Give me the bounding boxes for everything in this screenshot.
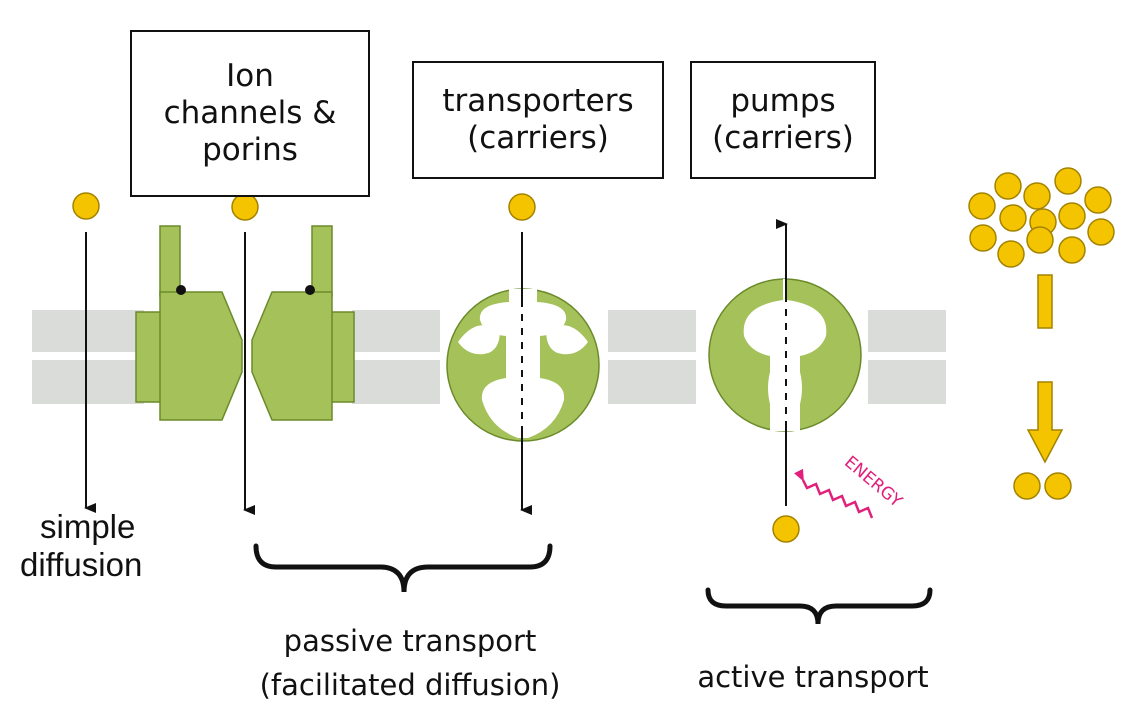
ion-channels-label-line2: channels & <box>163 94 337 131</box>
molecule <box>997 240 1025 268</box>
molecule <box>1044 472 1072 500</box>
bilayer-segment <box>868 310 946 352</box>
transporter-protein <box>446 288 600 442</box>
bilayer-segment <box>32 310 144 352</box>
active-transport-label-text: active transport <box>697 660 929 694</box>
molecule <box>1023 182 1051 210</box>
bilayer-segment <box>352 360 440 404</box>
molecule <box>968 192 996 220</box>
energy-squiggle <box>794 468 874 519</box>
channel-left-half <box>159 291 243 421</box>
molecule <box>1084 186 1112 214</box>
molecule <box>1013 472 1041 500</box>
molecule <box>1087 218 1115 246</box>
molecule <box>231 193 259 221</box>
molecule <box>969 224 997 252</box>
passive-transport-label-line1: passive transport <box>283 624 537 658</box>
transporters-label-box: transporters (carriers) <box>412 61 664 179</box>
channel-left-post <box>159 225 181 297</box>
channel-right-post <box>311 225 333 297</box>
molecule <box>72 192 100 220</box>
molecule <box>1058 236 1086 264</box>
active-transport-brace <box>705 587 933 625</box>
pumps-label-line1: pumps <box>730 82 836 119</box>
simple-diffusion-label-line2: diffusion <box>20 545 143 583</box>
molecule <box>772 515 800 543</box>
ion-channels-label-box: Ion channels & porins <box>130 30 370 197</box>
bilayer-segment <box>352 310 440 352</box>
ion-channels-label-line3: porins <box>202 132 298 169</box>
pumps-label-line2: (carriers) <box>712 120 854 156</box>
channel-right-flange <box>329 311 355 403</box>
braces <box>253 543 933 625</box>
molecule <box>508 193 536 221</box>
molecule <box>1054 167 1082 195</box>
channel-hinge-dot <box>176 285 186 295</box>
gradient-arrow <box>1026 274 1064 464</box>
passive-transport-label: passive transport (facilitated diffusion… <box>225 620 595 707</box>
bilayer-segment <box>608 310 696 352</box>
molecule <box>1026 226 1054 254</box>
active-transport-label: active transport <box>668 660 958 694</box>
bilayer-segment <box>608 360 696 404</box>
pumps-label-box: pumps (carriers) <box>690 61 876 179</box>
molecule <box>999 204 1027 232</box>
simple-diffusion-label: simple diffusion <box>20 508 190 584</box>
ion-channel <box>135 225 355 421</box>
transporters-label-line2: (carriers) <box>467 120 609 156</box>
bilayer-segment <box>868 360 946 404</box>
bilayer-segment <box>32 360 144 404</box>
molecule <box>994 172 1022 200</box>
solute-molecules <box>72 167 1115 543</box>
channel-left-flange <box>135 311 163 403</box>
flux-arrows <box>84 219 788 515</box>
channel-right-half <box>251 291 333 421</box>
passive-transport-label-line2: (facilitated diffusion) <box>259 667 561 702</box>
ion-channels-label-line1: Ion <box>226 57 274 94</box>
transporters-label-line1: transporters <box>442 82 634 119</box>
molecule <box>1058 202 1086 230</box>
lipid-bilayer <box>32 310 946 404</box>
channel-hinge-dot <box>305 285 315 295</box>
passive-transport-brace <box>253 543 553 593</box>
simple-diffusion-label-line1: simple <box>40 508 136 545</box>
